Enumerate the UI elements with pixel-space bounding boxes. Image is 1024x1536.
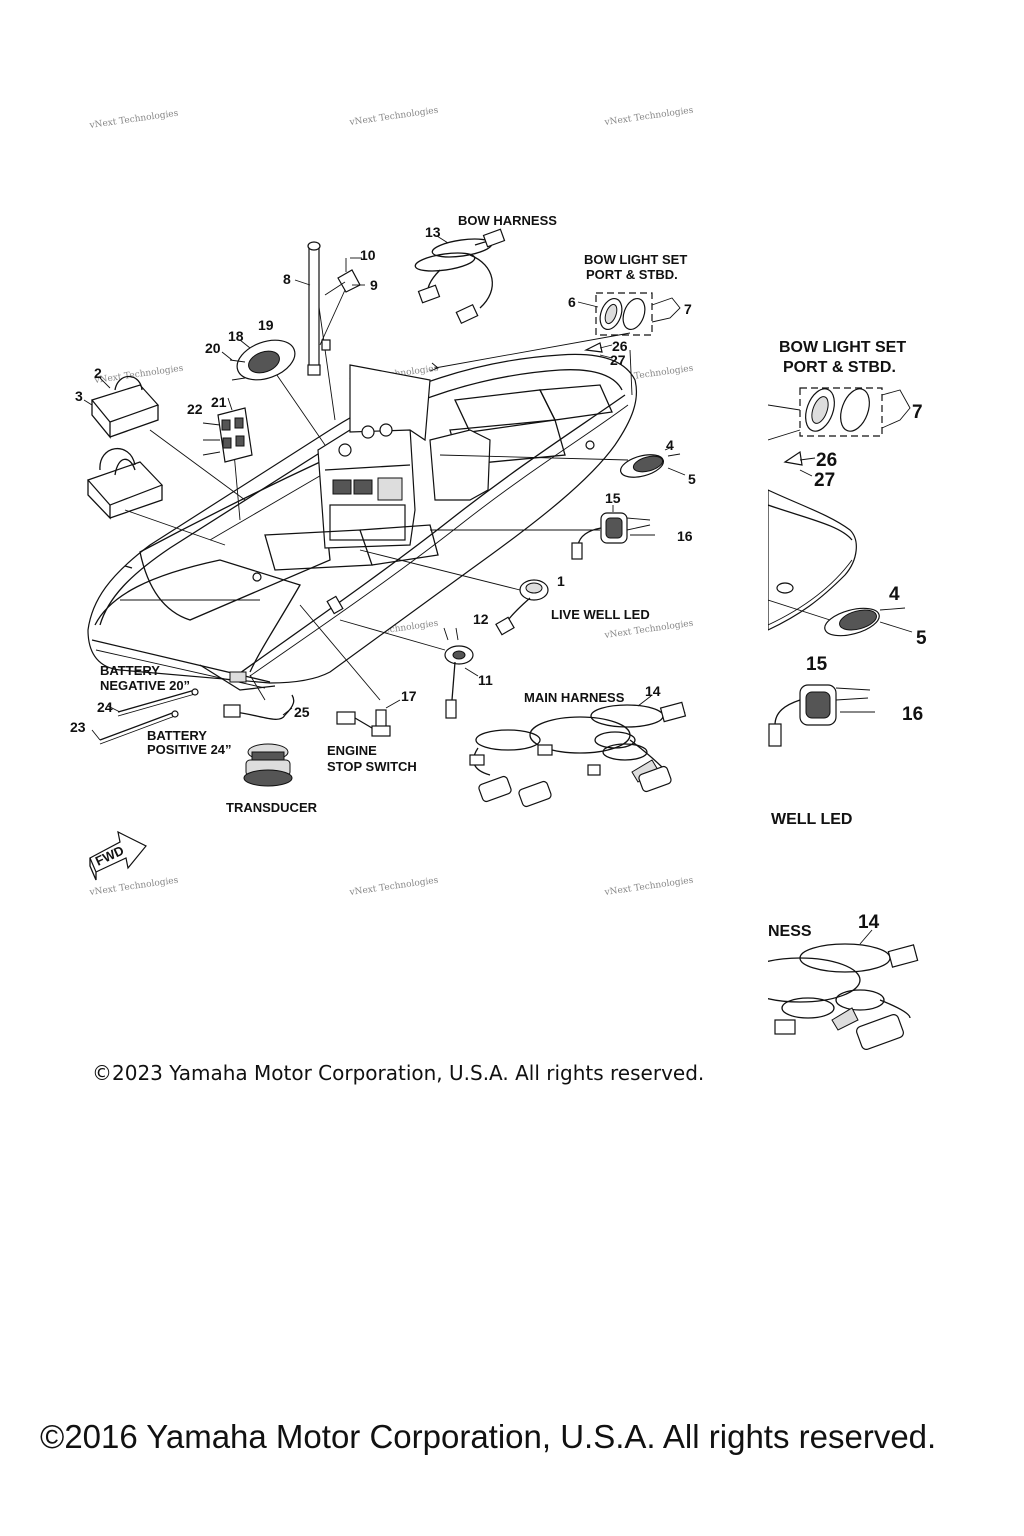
part-number: 22 bbox=[187, 401, 203, 417]
part-number: 18 bbox=[228, 328, 244, 344]
part-6-bow-light-set bbox=[577, 292, 681, 359]
part-number: 2 bbox=[94, 365, 102, 381]
watermark: vNext Technologies bbox=[603, 876, 694, 899]
part-number: 27 bbox=[610, 352, 626, 368]
zoom-part-number: 15 bbox=[806, 654, 828, 675]
zoom-part-number: 26 bbox=[816, 450, 837, 471]
zoom-part-number: 4 bbox=[889, 584, 900, 605]
bow-light-set-label: BOW LIGHT SET bbox=[584, 252, 687, 267]
part-numbers: 1 2 3 4 5 6 7 8 9 10 11 12 13 14 15 16 1… bbox=[70, 224, 696, 735]
part-4-light bbox=[619, 446, 686, 478]
watermark: vNext Technologies bbox=[88, 109, 179, 132]
part-number: 26 bbox=[612, 338, 628, 354]
part-21-switch bbox=[202, 397, 253, 463]
battery-positive-label: BATTERY bbox=[147, 728, 207, 743]
part-number: 4 bbox=[666, 437, 674, 453]
part-number: 17 bbox=[401, 688, 417, 704]
fwd-arrow: FWD bbox=[89, 830, 147, 881]
part-number: 23 bbox=[70, 719, 86, 735]
part-number: 9 bbox=[370, 277, 378, 293]
battery-negative-label: BATTERY bbox=[100, 663, 160, 678]
copyright-2016: ©2016 Yamaha Motor Corporation, U.S.A. A… bbox=[40, 1418, 937, 1455]
main-harness-label: MAIN HARNESS bbox=[524, 690, 625, 705]
part-number: 13 bbox=[425, 224, 441, 240]
transducer-label: TRANSDUCER bbox=[226, 800, 318, 815]
part-number: 21 bbox=[211, 394, 227, 410]
callout-labels: BOW HARNESS BOW LIGHT SET PORT & STBD. L… bbox=[100, 213, 687, 815]
part-number: 16 bbox=[677, 528, 693, 544]
watermark: vNext Technologies bbox=[348, 876, 439, 899]
part-number: 1 bbox=[557, 573, 565, 589]
part-number: 7 bbox=[684, 301, 692, 317]
part-25-transducer bbox=[223, 694, 295, 787]
part-number: 12 bbox=[473, 611, 489, 627]
part-number: 15 bbox=[605, 490, 621, 506]
part-number: 14 bbox=[645, 683, 661, 699]
engine-stop-label: ENGINE bbox=[327, 743, 377, 758]
zoom-part-number: 16 bbox=[902, 704, 923, 725]
zoom-part-number: 27 bbox=[814, 470, 835, 491]
part-number: 5 bbox=[688, 471, 696, 487]
zoom-bow-light-set-sub-label: PORT & STBD. bbox=[783, 359, 896, 376]
part-17-engine-stop bbox=[336, 699, 401, 737]
part-13-bow-harness bbox=[414, 228, 506, 325]
part-number: 3 bbox=[75, 388, 83, 404]
live-well-led-label: LIVE WELL LED bbox=[551, 607, 650, 622]
part-number: 25 bbox=[294, 704, 310, 720]
part-number: 10 bbox=[360, 247, 376, 263]
part-1-live-well-led bbox=[495, 579, 549, 636]
watermark: vNext Technologies bbox=[88, 876, 179, 899]
watermark: vNext Technologies bbox=[603, 106, 694, 129]
part-number: 20 bbox=[205, 340, 221, 356]
zoom-part-number: 5 bbox=[916, 628, 927, 649]
zoom-well-led-label: WELL LED bbox=[771, 811, 852, 828]
zoom-part-number: 7 bbox=[912, 402, 923, 423]
part-11-switch bbox=[443, 627, 479, 719]
part-number: 11 bbox=[478, 672, 493, 688]
boat-hull bbox=[87, 353, 638, 691]
part-15-led bbox=[571, 505, 655, 560]
engine-stop-sub-label: STOP SWITCH bbox=[327, 759, 417, 774]
zoom-bow-light-set-label: BOW LIGHT SET bbox=[779, 339, 906, 356]
battery-positive-sub-label: POSITIVE 24” bbox=[147, 742, 232, 757]
part-14-main-harness bbox=[469, 695, 687, 808]
leader-lines bbox=[124, 299, 633, 701]
battery-negative-sub-label: NEGATIVE 20” bbox=[100, 678, 190, 693]
zoom-part-number: 14 bbox=[858, 912, 880, 933]
watermark: vNext Technologies bbox=[348, 106, 439, 129]
part-2-battery-tray bbox=[83, 375, 164, 520]
part-number: 6 bbox=[568, 294, 576, 310]
part-number: 8 bbox=[283, 271, 291, 287]
zoomed-detail: BOW LIGHT SET PORT & STBD. 7 26 27 4 5 1… bbox=[768, 339, 927, 1050]
copyright-2023: ©2023 Yamaha Motor Corporation, U.S.A. A… bbox=[92, 1061, 705, 1085]
part-number: 19 bbox=[258, 317, 274, 333]
part-number: 24 bbox=[97, 699, 113, 715]
bow-light-set-sub-label: PORT & STBD. bbox=[586, 267, 678, 282]
bow-harness-label: BOW HARNESS bbox=[458, 213, 557, 228]
part-23-24-battery-cables bbox=[91, 688, 199, 745]
watermark: vNext Technologies bbox=[93, 364, 184, 387]
part-8-pole bbox=[294, 241, 365, 376]
zoom-harness-label: NESS bbox=[768, 923, 812, 940]
part-19-cupholder bbox=[221, 339, 296, 381]
